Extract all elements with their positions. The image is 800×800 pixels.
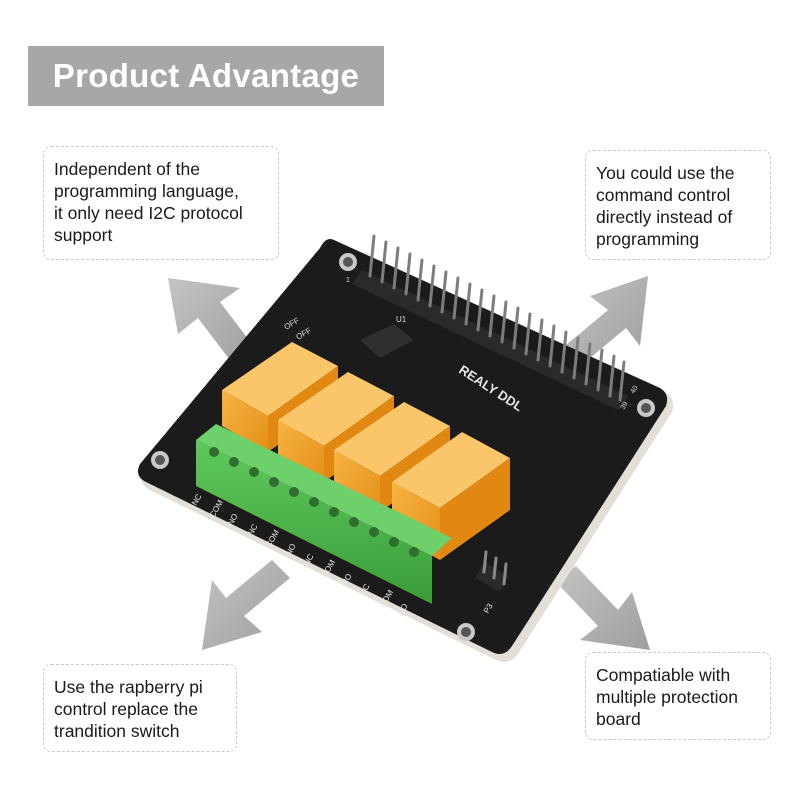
page-title: Product Advantage	[52, 57, 360, 94]
header-label: 39	[620, 401, 630, 411]
callout-line: directly instead of	[596, 207, 733, 227]
callout-top-left: Independent of the programming language,…	[43, 146, 279, 260]
callout-line: You could use the	[596, 163, 735, 183]
gpio-header	[352, 234, 628, 410]
chip-label: U1	[396, 315, 407, 324]
callout-bottom-left: Use the rapberry pi control replace the …	[43, 664, 237, 752]
driver-chip: U1	[360, 315, 414, 358]
callout-line: board	[596, 709, 641, 729]
callout-line: Use the rapberry pi	[54, 677, 203, 697]
callout-line: support	[54, 225, 113, 245]
terminal-block	[196, 424, 452, 604]
callout-line: programming	[596, 229, 700, 249]
arrow-up-left-icon	[168, 278, 258, 368]
callout-line: Compatiable with	[596, 665, 731, 685]
arrow-down-left-icon	[202, 560, 290, 650]
arrow-down-right-icon	[556, 566, 650, 650]
callout-line: trandition switch	[54, 721, 180, 741]
callout-line: Independent of the	[54, 159, 200, 179]
callout-line: programming language,	[54, 181, 239, 201]
header-label: 40	[630, 385, 640, 395]
relay-board: U1 OFF OFF REALY DDL	[138, 234, 673, 662]
arrow-up-right-icon	[560, 276, 648, 368]
callout-line: multiple protection	[596, 687, 739, 707]
callout-top-right: You could use the command control direct…	[585, 150, 771, 260]
header-label: 1	[346, 277, 350, 284]
header-label: P3	[482, 602, 495, 615]
relays	[222, 342, 510, 560]
callout-line: control replace the	[54, 699, 198, 719]
title-banner: Product Advantage	[28, 46, 384, 106]
callout-line: it only need I2C protocol	[54, 203, 243, 223]
callout-line: command control	[596, 185, 731, 205]
jumper-header: P3	[475, 550, 509, 615]
callout-bottom-right: Compatiable with multiple protection boa…	[585, 652, 771, 740]
